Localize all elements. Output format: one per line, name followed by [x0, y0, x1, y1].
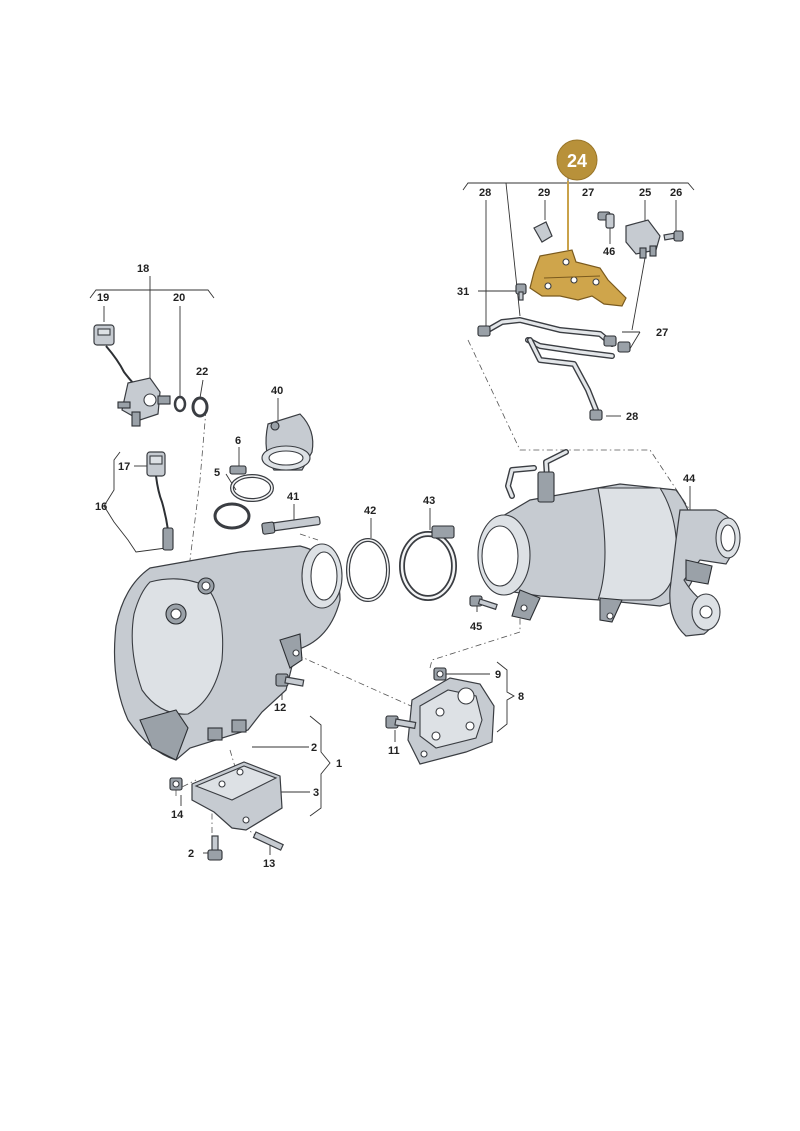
bolt-2 [207, 835, 223, 861]
gasket-5 [213, 502, 251, 530]
label-43: 43 [423, 495, 435, 507]
label-28-lower: 28 [626, 411, 638, 423]
label-46: 46 [603, 246, 615, 258]
label-31: 31 [457, 286, 469, 298]
label-27-right: 27 [656, 327, 668, 339]
highlight-badge-24: 24 [556, 139, 598, 250]
label-13: 13 [263, 858, 275, 870]
connector-46 [597, 211, 615, 229]
label-9: 9 [495, 669, 501, 681]
leader-lines [89, 170, 695, 855]
badge-label-24: 24 [567, 151, 587, 171]
label-45: 45 [470, 621, 482, 633]
label-17: 17 [118, 461, 130, 473]
label-14: 14 [171, 809, 184, 821]
label-25: 25 [639, 187, 651, 199]
clamp-43 [399, 525, 457, 601]
label-2-upper: 2 [311, 742, 317, 754]
particulate-filter [477, 449, 698, 623]
bolt-12 [275, 673, 305, 687]
label-2-lower: 2 [188, 848, 194, 860]
label-22: 22 [196, 366, 208, 378]
label-29: 29 [538, 187, 550, 199]
label-6: 6 [235, 435, 241, 447]
bracket-24-highlighted [529, 249, 627, 307]
bolt-45 [469, 595, 498, 611]
bracket-3 [191, 761, 283, 831]
elbow-40 [261, 413, 314, 471]
clip-29 [533, 221, 553, 243]
bolt-11 [385, 715, 417, 730]
label-18: 18 [137, 263, 149, 275]
label-8: 8 [518, 691, 524, 703]
label-3: 3 [313, 787, 319, 799]
label-42: 42 [364, 505, 376, 517]
stud-13 [252, 831, 284, 851]
gasket-42 [346, 538, 390, 602]
bolt-41 [261, 516, 321, 535]
pressure-sensor-25 [625, 219, 661, 259]
label-1: 1 [336, 758, 342, 770]
label-19: 19 [97, 292, 109, 304]
label-16: 16 [95, 501, 107, 513]
catalytic-converter [113, 543, 343, 761]
label-27-top: 27 [582, 187, 594, 199]
label-26: 26 [670, 187, 682, 199]
outlet-44 [669, 509, 741, 637]
nut-9 [433, 667, 447, 681]
pressure-pipes [477, 317, 631, 421]
screw-31 [515, 283, 527, 301]
part-labels: 1 2 2 3 5 6 8 9 11 12 13 14 16 17 18 19 … [95, 187, 696, 870]
label-11: 11 [388, 745, 400, 757]
label-5: 5 [214, 467, 220, 479]
label-12: 12 [274, 702, 286, 714]
bracket-8 [407, 677, 495, 765]
label-28-top: 28 [479, 187, 491, 199]
clamp-22 [191, 396, 209, 418]
sensor-17 [146, 451, 174, 551]
sensor-19 [93, 324, 171, 427]
clamp-6 [229, 465, 274, 502]
label-41: 41 [287, 491, 299, 503]
label-44: 44 [683, 473, 696, 485]
label-40: 40 [271, 385, 283, 397]
screw-26 [663, 230, 684, 242]
label-20: 20 [173, 292, 185, 304]
ring-20 [173, 395, 187, 413]
nut-14 [169, 777, 183, 791]
